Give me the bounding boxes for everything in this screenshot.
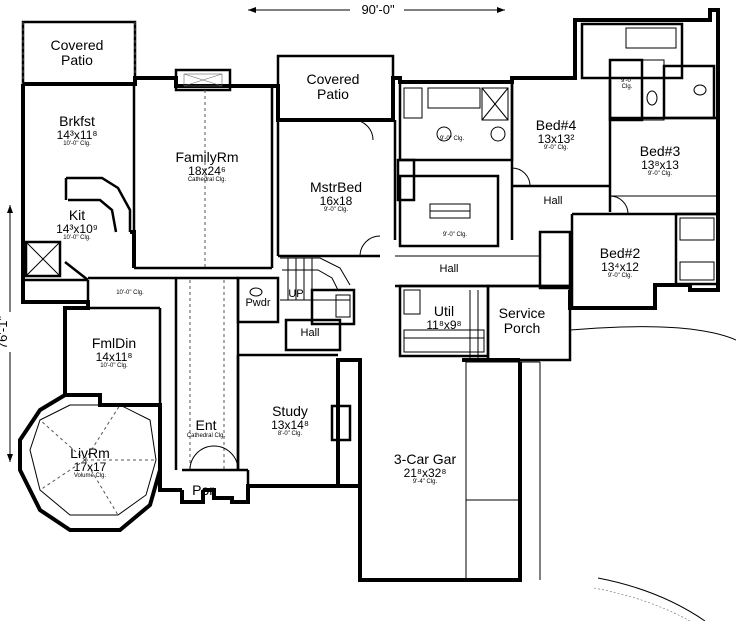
room-garage: 3-Car Gar 21⁸x32⁸ 9'-4" Clg. xyxy=(394,452,456,486)
room-name: Bed#4 xyxy=(535,117,577,133)
room-ceiling: 9'-0" Clg. xyxy=(543,145,569,152)
room-name: LivRm xyxy=(70,445,110,461)
room-size: 16x18 xyxy=(319,193,353,208)
room-ceiling: 10'-0" Clg. xyxy=(63,235,91,242)
room-bed4: Bed#4 13x13² 9'-0" Clg. xyxy=(536,118,576,152)
room-name: Kit xyxy=(68,207,86,223)
room-name: Ent xyxy=(195,417,217,433)
room-size: 18x24⁶ xyxy=(188,163,226,178)
room-name: 3-Car Gar xyxy=(393,451,457,467)
room-util: Util 11⁸x9⁸ xyxy=(426,304,461,331)
room-kit: Kit 14³x10⁹ 10'-0" Clg. xyxy=(56,208,98,242)
room-ceiling: Cathedral Clg. xyxy=(187,177,227,184)
room-size: 13⁸x13 xyxy=(641,157,679,172)
hall-right-label: Hall xyxy=(543,195,563,207)
room-name: Util xyxy=(433,303,455,319)
room-size: 11⁸x9⁸ xyxy=(426,317,462,332)
total-depth-dimension: 76'-1" xyxy=(0,315,11,350)
porch-label: Por xyxy=(192,482,214,498)
room-size: 13⁴x12 xyxy=(601,259,639,274)
room-brkfst: Brkfst 14³x11⁸ 10'-0" Clg. xyxy=(57,114,98,148)
room-ceiling: Volume Clg. xyxy=(73,473,107,480)
covered-patio-center-label: Covered Patio xyxy=(306,71,360,102)
room-name: FmlDin xyxy=(91,335,137,351)
room-ceiling: 9'-4" Clg. xyxy=(412,479,438,486)
room-size: 13x14⁸ xyxy=(271,417,309,432)
room-ceiling: Cathedral Clg. xyxy=(186,432,226,439)
room-name: Bed#3 xyxy=(639,143,681,159)
room-name: Study xyxy=(272,403,308,419)
room-study: Study 13x14⁸ 8'-0" Clg. xyxy=(271,404,309,438)
room-ceiling: 9'-0" Clg. xyxy=(323,207,349,214)
master-closet-ceiling: 9'-0" Clg. xyxy=(442,232,468,238)
room-size: 14³x10⁹ xyxy=(56,221,98,236)
room-size: 14³x11⁸ xyxy=(56,127,98,142)
room-name: MstrBed xyxy=(309,179,363,195)
interior-walls xyxy=(23,22,736,621)
room-mstrbed: MstrBed 16x18 9'-0" Clg. xyxy=(310,180,362,214)
pwdr-label: Pwdr xyxy=(245,297,271,309)
kitchen-opening-ceiling: 10'-0" Clg. xyxy=(116,290,144,296)
stairs-up-label: UP xyxy=(288,288,304,300)
hall-small-label: Hall xyxy=(300,327,320,339)
room-size: 14x11⁸ xyxy=(95,349,133,364)
room-fmldin: FmlDin 14x11⁸ 10'-0" Clg. xyxy=(92,336,136,370)
service-porch-label: Service Porch xyxy=(498,305,546,336)
room-ent: Ent Cathedral Clg. xyxy=(187,418,225,439)
width-dimension-line xyxy=(248,7,505,13)
room-ceiling: 9'-0" Clg. xyxy=(607,273,633,280)
room-bed2: Bed#2 13⁴x12 9'-0" Clg. xyxy=(600,246,640,280)
room-ceiling: 10'-0" Clg. xyxy=(63,141,91,148)
room-size: 13x13² xyxy=(537,131,575,146)
hall-center-label: Hall xyxy=(439,263,459,275)
covered-patio-left-label: Covered Patio xyxy=(50,37,104,68)
master-bath-ceiling: 9'-0" Clg. xyxy=(439,136,465,142)
room-size: 21⁸x32⁸ xyxy=(403,465,447,480)
covered-patio-center-outline xyxy=(276,54,395,122)
room-familyrm: FamilyRm 18x24⁶ Cathedral Clg. xyxy=(176,150,239,184)
room-size: 17x17 xyxy=(73,459,107,474)
fireplace-family-room xyxy=(174,68,232,92)
room-name: Bed#2 xyxy=(599,245,641,261)
total-width-dimension: 90'-0" xyxy=(361,2,395,17)
room-livrm: LivRm 17x17 Volume Clg. xyxy=(70,446,110,480)
room-ceiling: 9'-0" Clg. xyxy=(647,171,673,178)
room-bed3: Bed#3 13⁸x13 9'-0" Clg. xyxy=(640,144,680,178)
room-ceiling: 10'-0" Clg. xyxy=(100,363,128,370)
upper-bath-ceiling: 9'-0" Clg. xyxy=(621,78,633,91)
depth-dimension-line xyxy=(7,205,13,462)
room-name: FamilyRm xyxy=(175,149,239,165)
room-ceiling: 8'-0" Clg. xyxy=(277,431,303,438)
room-name: Brkfst xyxy=(59,113,95,129)
